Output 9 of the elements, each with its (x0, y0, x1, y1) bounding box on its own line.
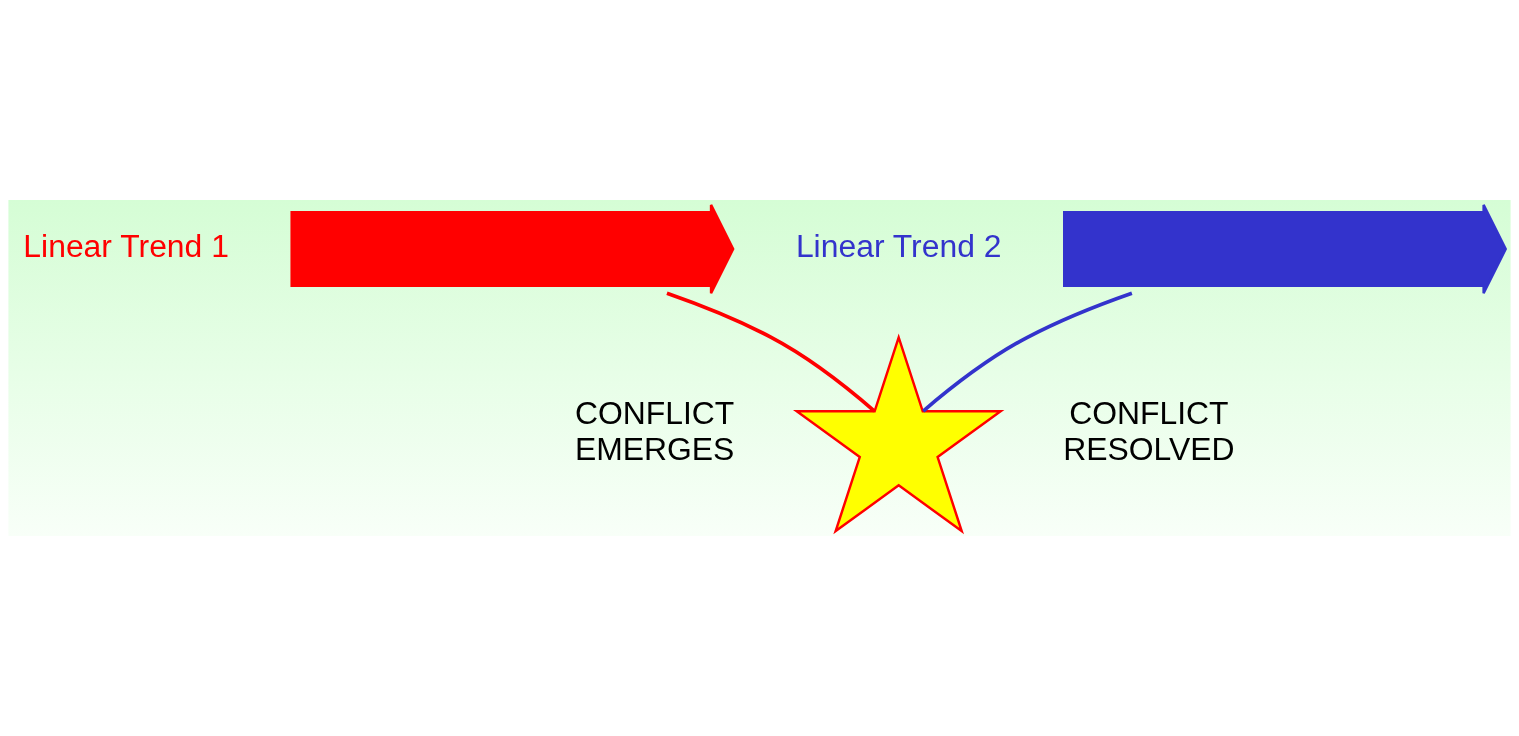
node-arrow (290, 203, 735, 295)
node-star (792, 333, 1005, 535)
node-label: Linear Trend 1 (23, 227, 229, 264)
node-label: CONFLICT EMERGES (574, 395, 735, 467)
node-arrow (1063, 203, 1508, 295)
node-label: Linear Trend 2 (795, 227, 1002, 264)
node-label: CONFLICT RESOLVED (1063, 395, 1235, 467)
connector (922, 291, 1133, 413)
connector (666, 291, 876, 413)
